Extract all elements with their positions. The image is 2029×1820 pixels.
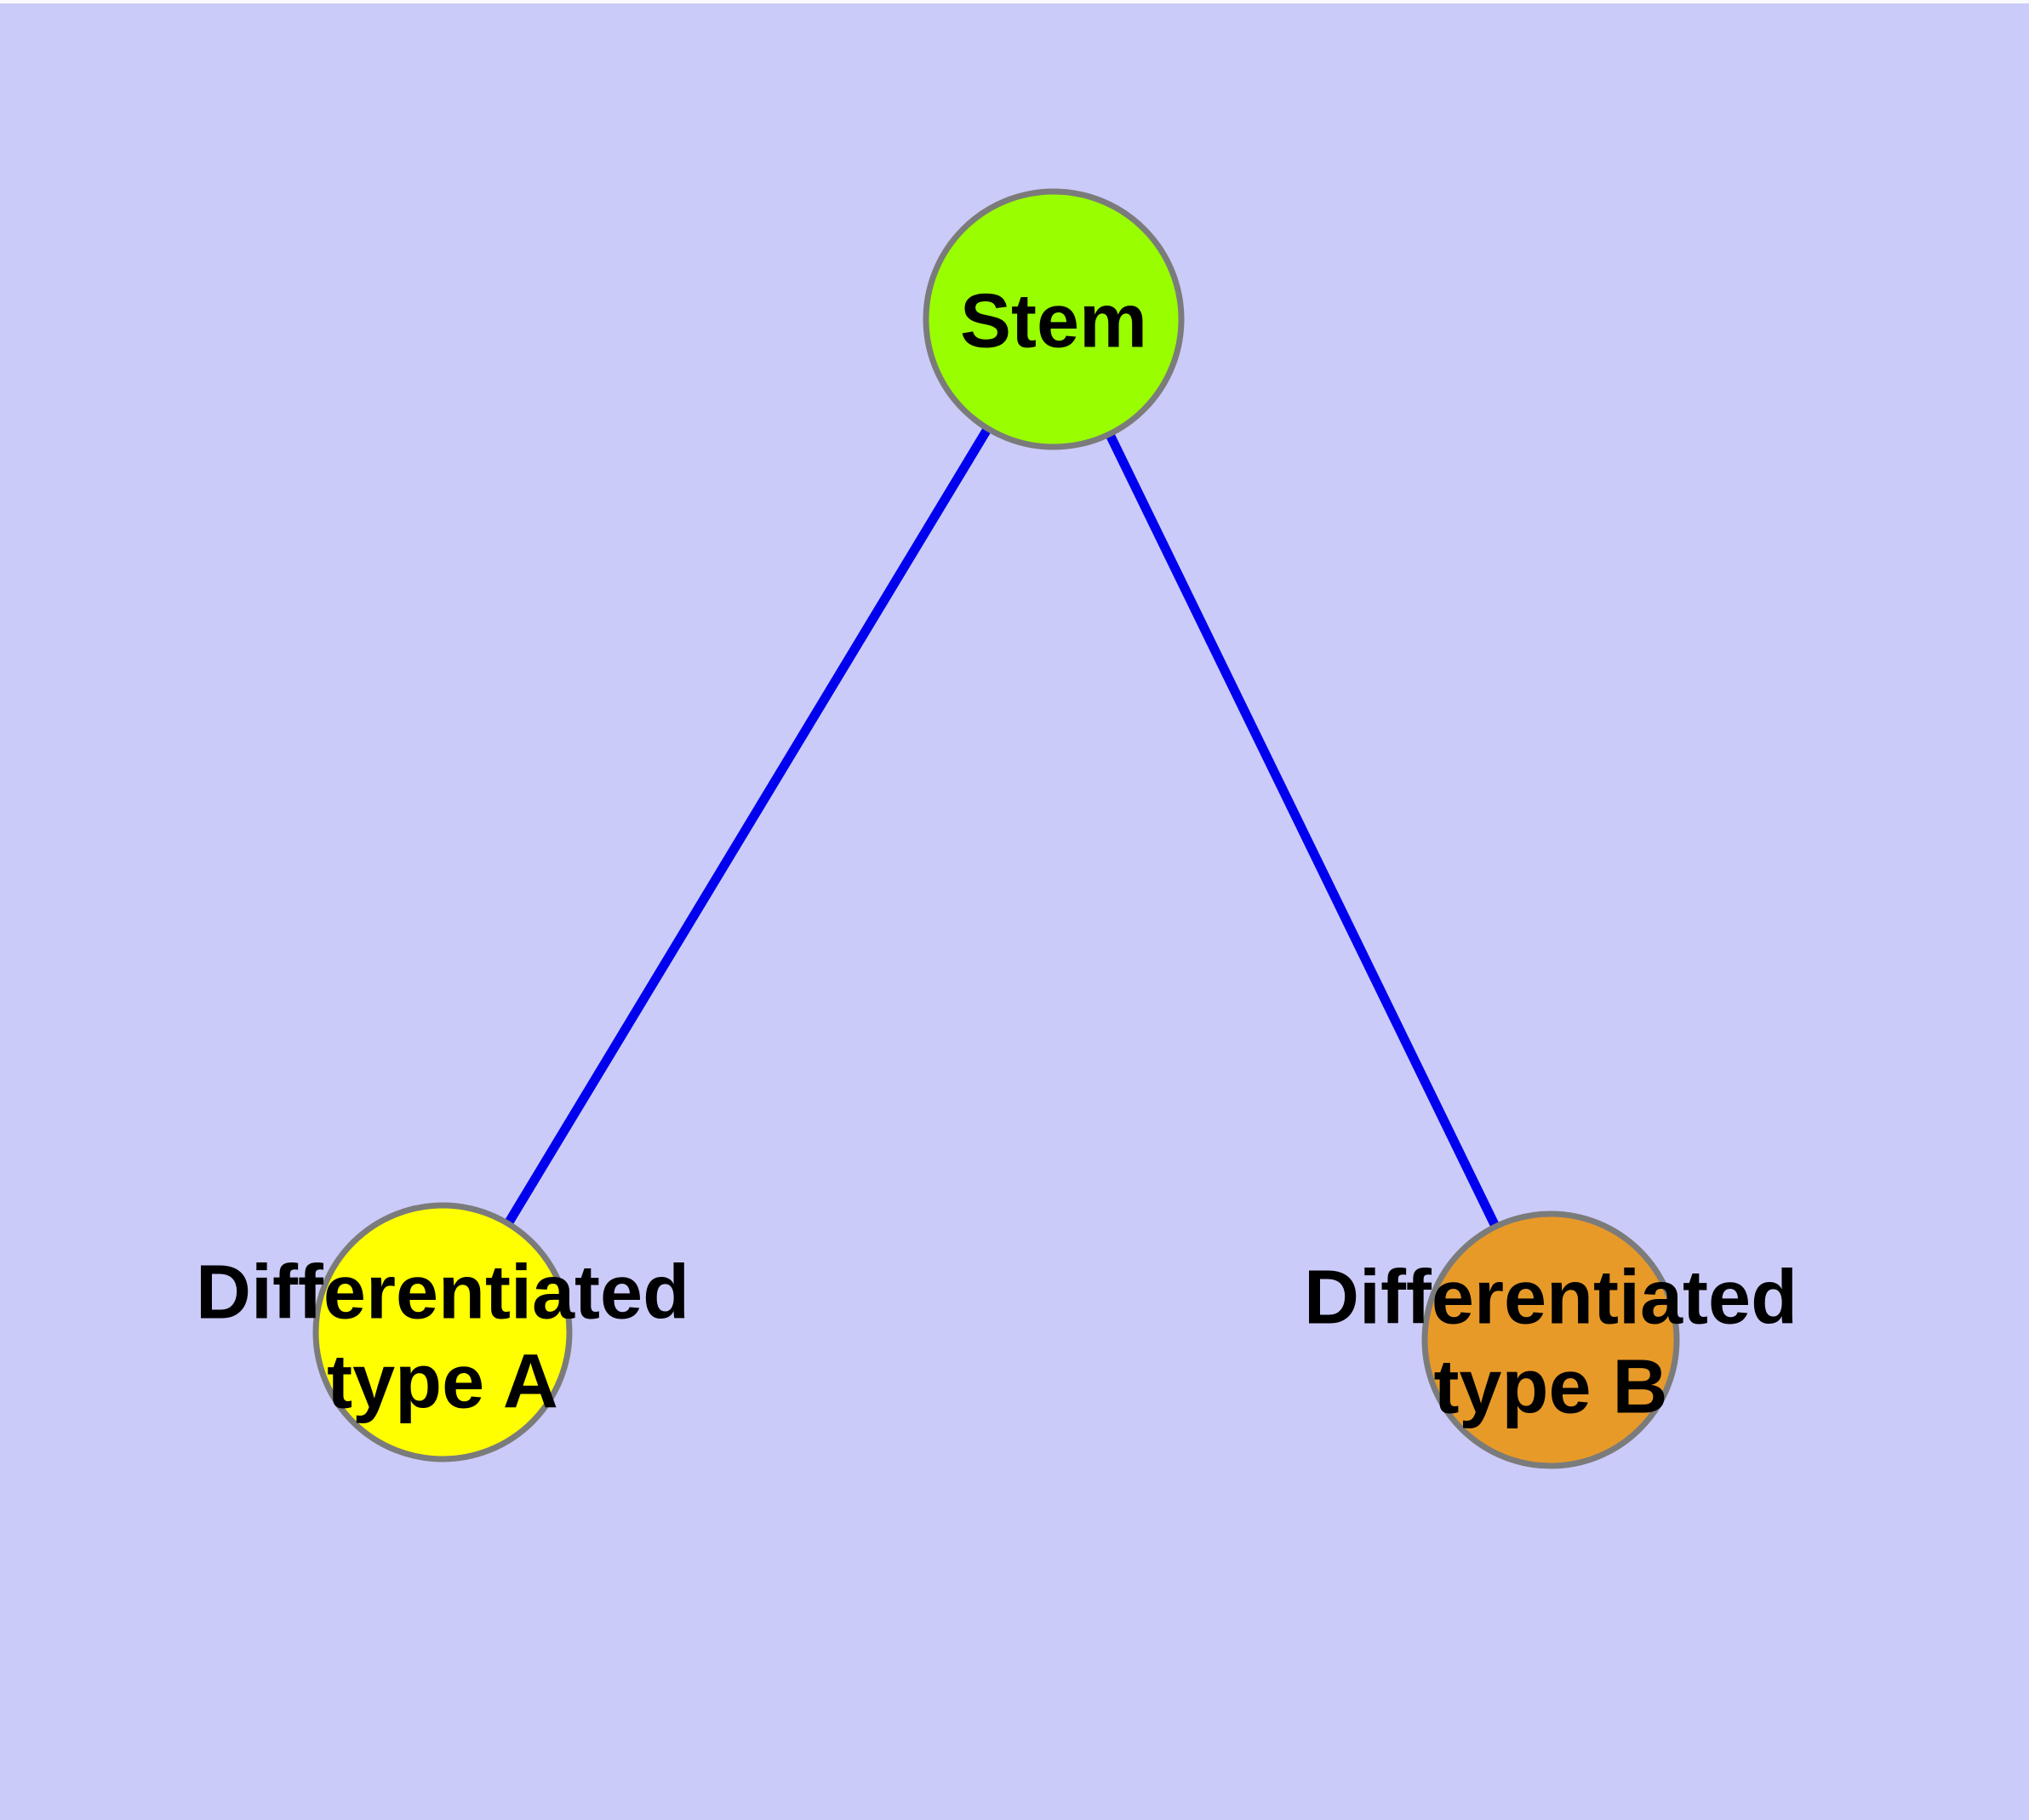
node-differentiated-type-a[interactable] [312, 1202, 573, 1462]
node-differentiated-type-b[interactable] [1421, 1210, 1680, 1469]
edge-stem-to-type-b [1049, 317, 1555, 1342]
node-stem[interactable] [923, 188, 1185, 450]
top-strip [0, 0, 2029, 3]
edge-stem-to-type-a [438, 317, 1058, 1335]
